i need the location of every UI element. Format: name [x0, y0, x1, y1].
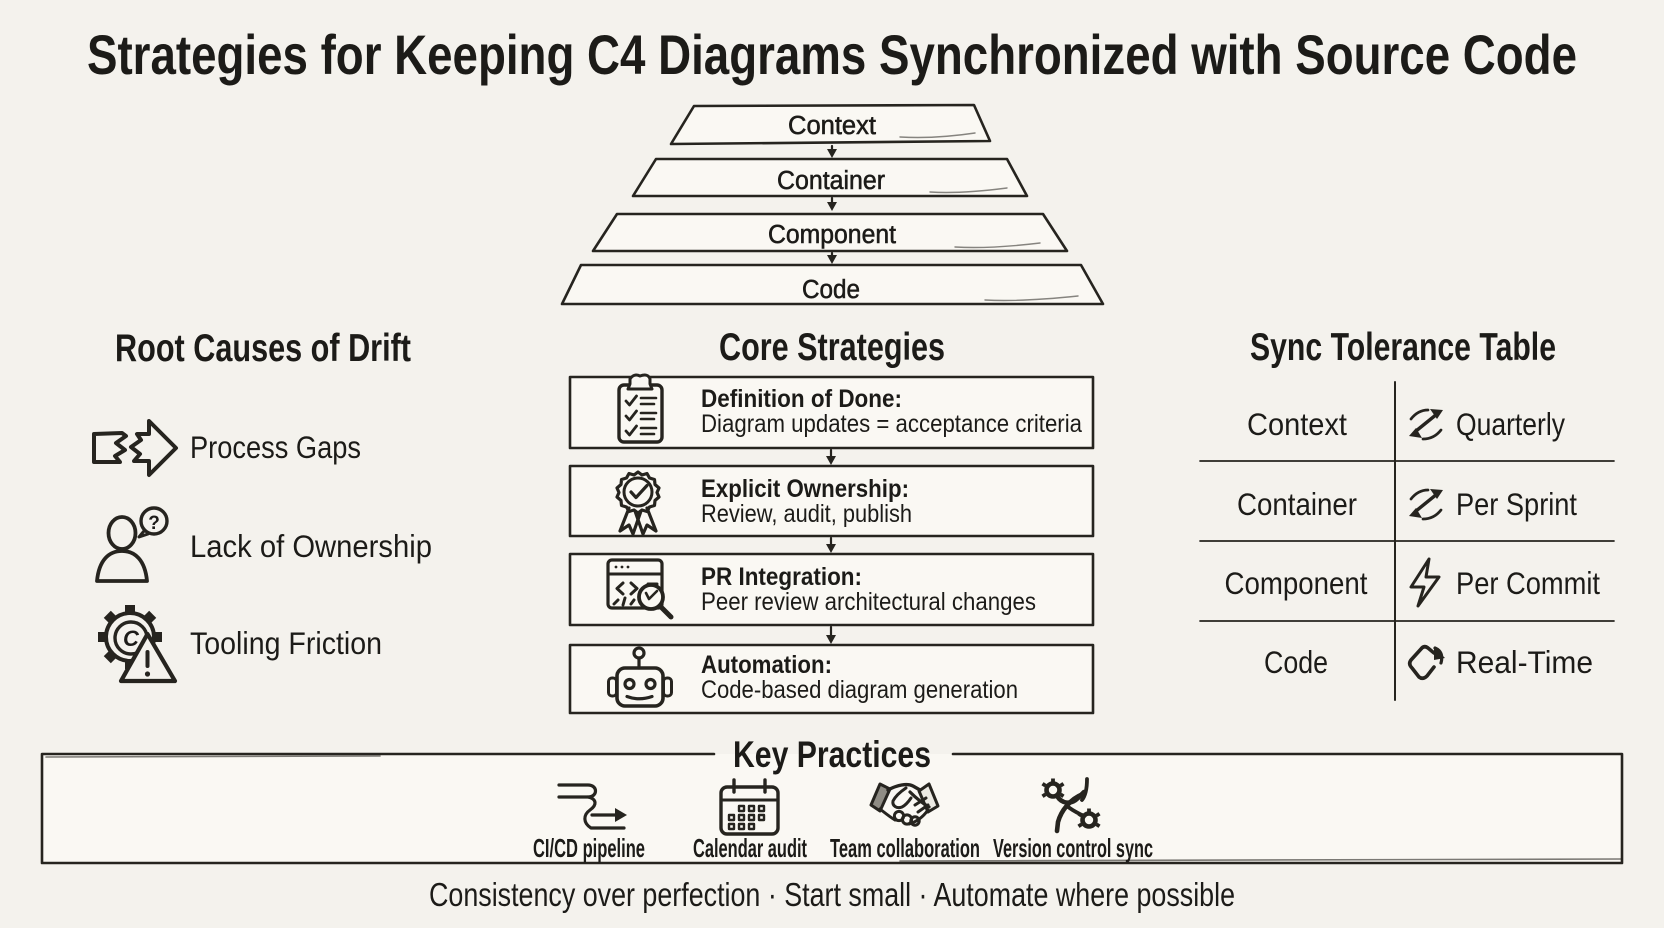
svg-text:Sync Tolerance Table: Sync Tolerance Table: [1250, 326, 1556, 369]
svg-text:Component: Component: [1225, 565, 1368, 601]
svg-text:Container: Container: [1237, 486, 1357, 522]
svg-text:Process Gaps: Process Gaps: [190, 429, 361, 465]
svg-text:Definition of Done:: Definition of Done:: [701, 385, 902, 413]
svg-text:Core Strategies: Core Strategies: [719, 326, 945, 369]
svg-text:CI/CD pipeline: CI/CD pipeline: [533, 833, 645, 863]
svg-text:PR Integration:: PR Integration:: [701, 563, 862, 591]
svg-text:Code: Code: [802, 276, 860, 304]
svg-text:Diagram updates = acceptance c: Diagram updates = acceptance criteria: [701, 410, 1082, 438]
svg-text:Version control sync: Version control sync: [993, 833, 1153, 863]
svg-text:Team collaboration: Team collaboration: [830, 833, 980, 863]
svg-text:?: ?: [148, 513, 160, 534]
svg-text:Code-based diagram generation: Code-based diagram generation: [701, 676, 1018, 704]
svg-text:Calendar audit: Calendar audit: [693, 833, 807, 863]
svg-text:Per Sprint: Per Sprint: [1456, 486, 1577, 522]
svg-text:Lack of Ownership: Lack of Ownership: [190, 528, 432, 564]
svg-text:Review, audit, publish: Review, audit, publish: [701, 500, 912, 528]
svg-text:C: C: [123, 626, 140, 651]
svg-text:Code: Code: [1264, 644, 1328, 680]
svg-text:Consistency over perfection ·: Consistency over perfection · Start smal…: [429, 876, 1235, 913]
svg-text:Tooling Friction: Tooling Friction: [190, 625, 382, 661]
svg-text:Real-Time: Real-Time: [1456, 644, 1593, 680]
svg-text:Quarterly: Quarterly: [1456, 406, 1565, 442]
svg-text:Explicit Ownership:: Explicit Ownership:: [701, 475, 909, 503]
svg-text:Automation:: Automation:: [701, 651, 832, 679]
svg-text:Key Practices: Key Practices: [733, 734, 931, 775]
svg-text:Component: Component: [768, 221, 896, 249]
svg-text:Context: Context: [1247, 406, 1347, 442]
svg-text:Per Commit: Per Commit: [1456, 565, 1600, 601]
svg-text:Container: Container: [777, 167, 885, 195]
svg-text:Root Causes of Drift: Root Causes of Drift: [115, 327, 411, 370]
svg-text:Strategies for Keeping C4 Diag: Strategies for Keeping C4 Diagrams Synch…: [87, 23, 1577, 86]
svg-text:Context: Context: [788, 112, 876, 140]
svg-text:Peer review architectural chan: Peer review architectural changes: [701, 588, 1036, 616]
